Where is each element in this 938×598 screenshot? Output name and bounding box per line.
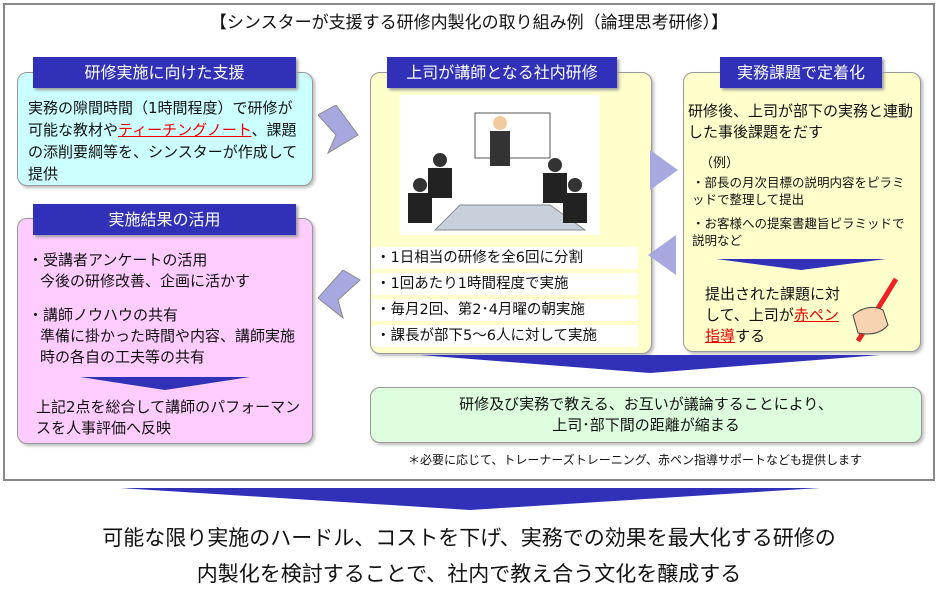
down-arrow-icon (420, 355, 880, 373)
arrow-left-icon (318, 270, 361, 320)
meeting-illustration (400, 95, 600, 235)
practice-result: 提出された課題に対して、上司が赤ペン指導する (705, 284, 845, 347)
practice-example-item: ・部長の月次目標の説明内容をピラミッドで整理して提出 (692, 175, 905, 207)
results-item-detail: 準備に掛かった時間や内容、講師実施時の各自の工夫等の共有 (40, 327, 296, 366)
support-header: 研修実施に向けた支援 (33, 57, 296, 88)
big-down-arrow-icon (120, 488, 820, 510)
practice-example-item: ・お客様への提案書趣旨ピラミッドで説明など (692, 216, 905, 248)
conclusion-line-1: 可能な限り実施のハードル、コストを下げ、実務での効果を最大化する研修の (102, 526, 836, 550)
red-pen-hand-icon (852, 277, 899, 343)
diagram-title: 【シンスターが支援する研修内製化の取り組み例（論理思考研修）】 (209, 13, 729, 33)
results-item-2: ・講師ノウハウの共有 準備に掛かった時間や内容、講師実施時の各自の工夫等の共有 (28, 305, 308, 368)
support-text-part2: 、課題の添削要綱等を、シンスターが作成して提供 (28, 121, 298, 183)
conclusion-line-2: 内製化を検討することで、社内で教え合う文化を醸成する (196, 562, 742, 586)
outcome-box: 研修及び実務で教える、お互いが議論することにより、 上司･部下間の距離が縮まる (370, 387, 922, 443)
results-box (17, 218, 313, 444)
results-item-title: ・受講者アンケートの活用 (28, 251, 208, 269)
results-item-detail: 今後の研修改善、企画に活かす (40, 272, 251, 290)
inhouse-item: ・課長が部下5～6人に対して実施 (372, 325, 638, 347)
inhouse-item: ・1回あたり1時間程度で実施 (372, 273, 638, 295)
arrow-left-icon (648, 235, 676, 275)
support-text-part1: 実務の隙間時間（1時間程度）で研修が可能な教材や (28, 99, 293, 139)
arrow-right-icon (650, 150, 678, 190)
footnote: ＊必要に応じて、トレーナーズトレーニング、赤ペン指導サポートなども提供します (408, 453, 862, 467)
arrow-right-icon (318, 105, 359, 155)
down-arrow-icon (716, 259, 886, 270)
diagram-frame (3, 3, 935, 481)
red-pen-guidance: 赤ペン指導 (705, 306, 839, 345)
practice-result-text: 提出された課題に対して、上司が (705, 285, 841, 324)
inhouse-header: 上司が講師となる社内研修 (387, 57, 617, 88)
results-item-1: ・受講者アンケートの活用 今後の研修改善、企画に活かす (28, 250, 308, 292)
support-text: 実務の隙間時間（1時間程度）で研修が可能な教材やティーチングノート、課題の添削要… (28, 97, 304, 185)
practice-lead: 研修後、上司が部下の実務と連動した事後課題をだす (688, 102, 914, 141)
outcome-line-2: 上司･部下間の距離が縮まる (552, 416, 740, 434)
results-conclusion: 上記2点を総合して講師のパフォーマンスを人事評価へ反映 (36, 398, 301, 437)
results-item-title: ・講師ノウハウの共有 (28, 306, 179, 324)
down-arrow-icon (80, 377, 250, 390)
inhouse-item: ・1日相当の研修を全6回に分割 (372, 247, 638, 269)
practice-header: 実務課題で定着化 (720, 57, 882, 88)
inhouse-item: ・毎月2回、第2･4月曜の朝実施 (372, 299, 638, 321)
teaching-note-link: ティーチングノート (118, 121, 252, 139)
outcome-line-1: 研修及び実務で教える、お互いが議論することにより、 (459, 395, 833, 413)
results-header: 実施結果の活用 (33, 204, 296, 235)
practice-example-label: （例） (700, 156, 740, 171)
practice-result-suffix: する (735, 327, 766, 345)
